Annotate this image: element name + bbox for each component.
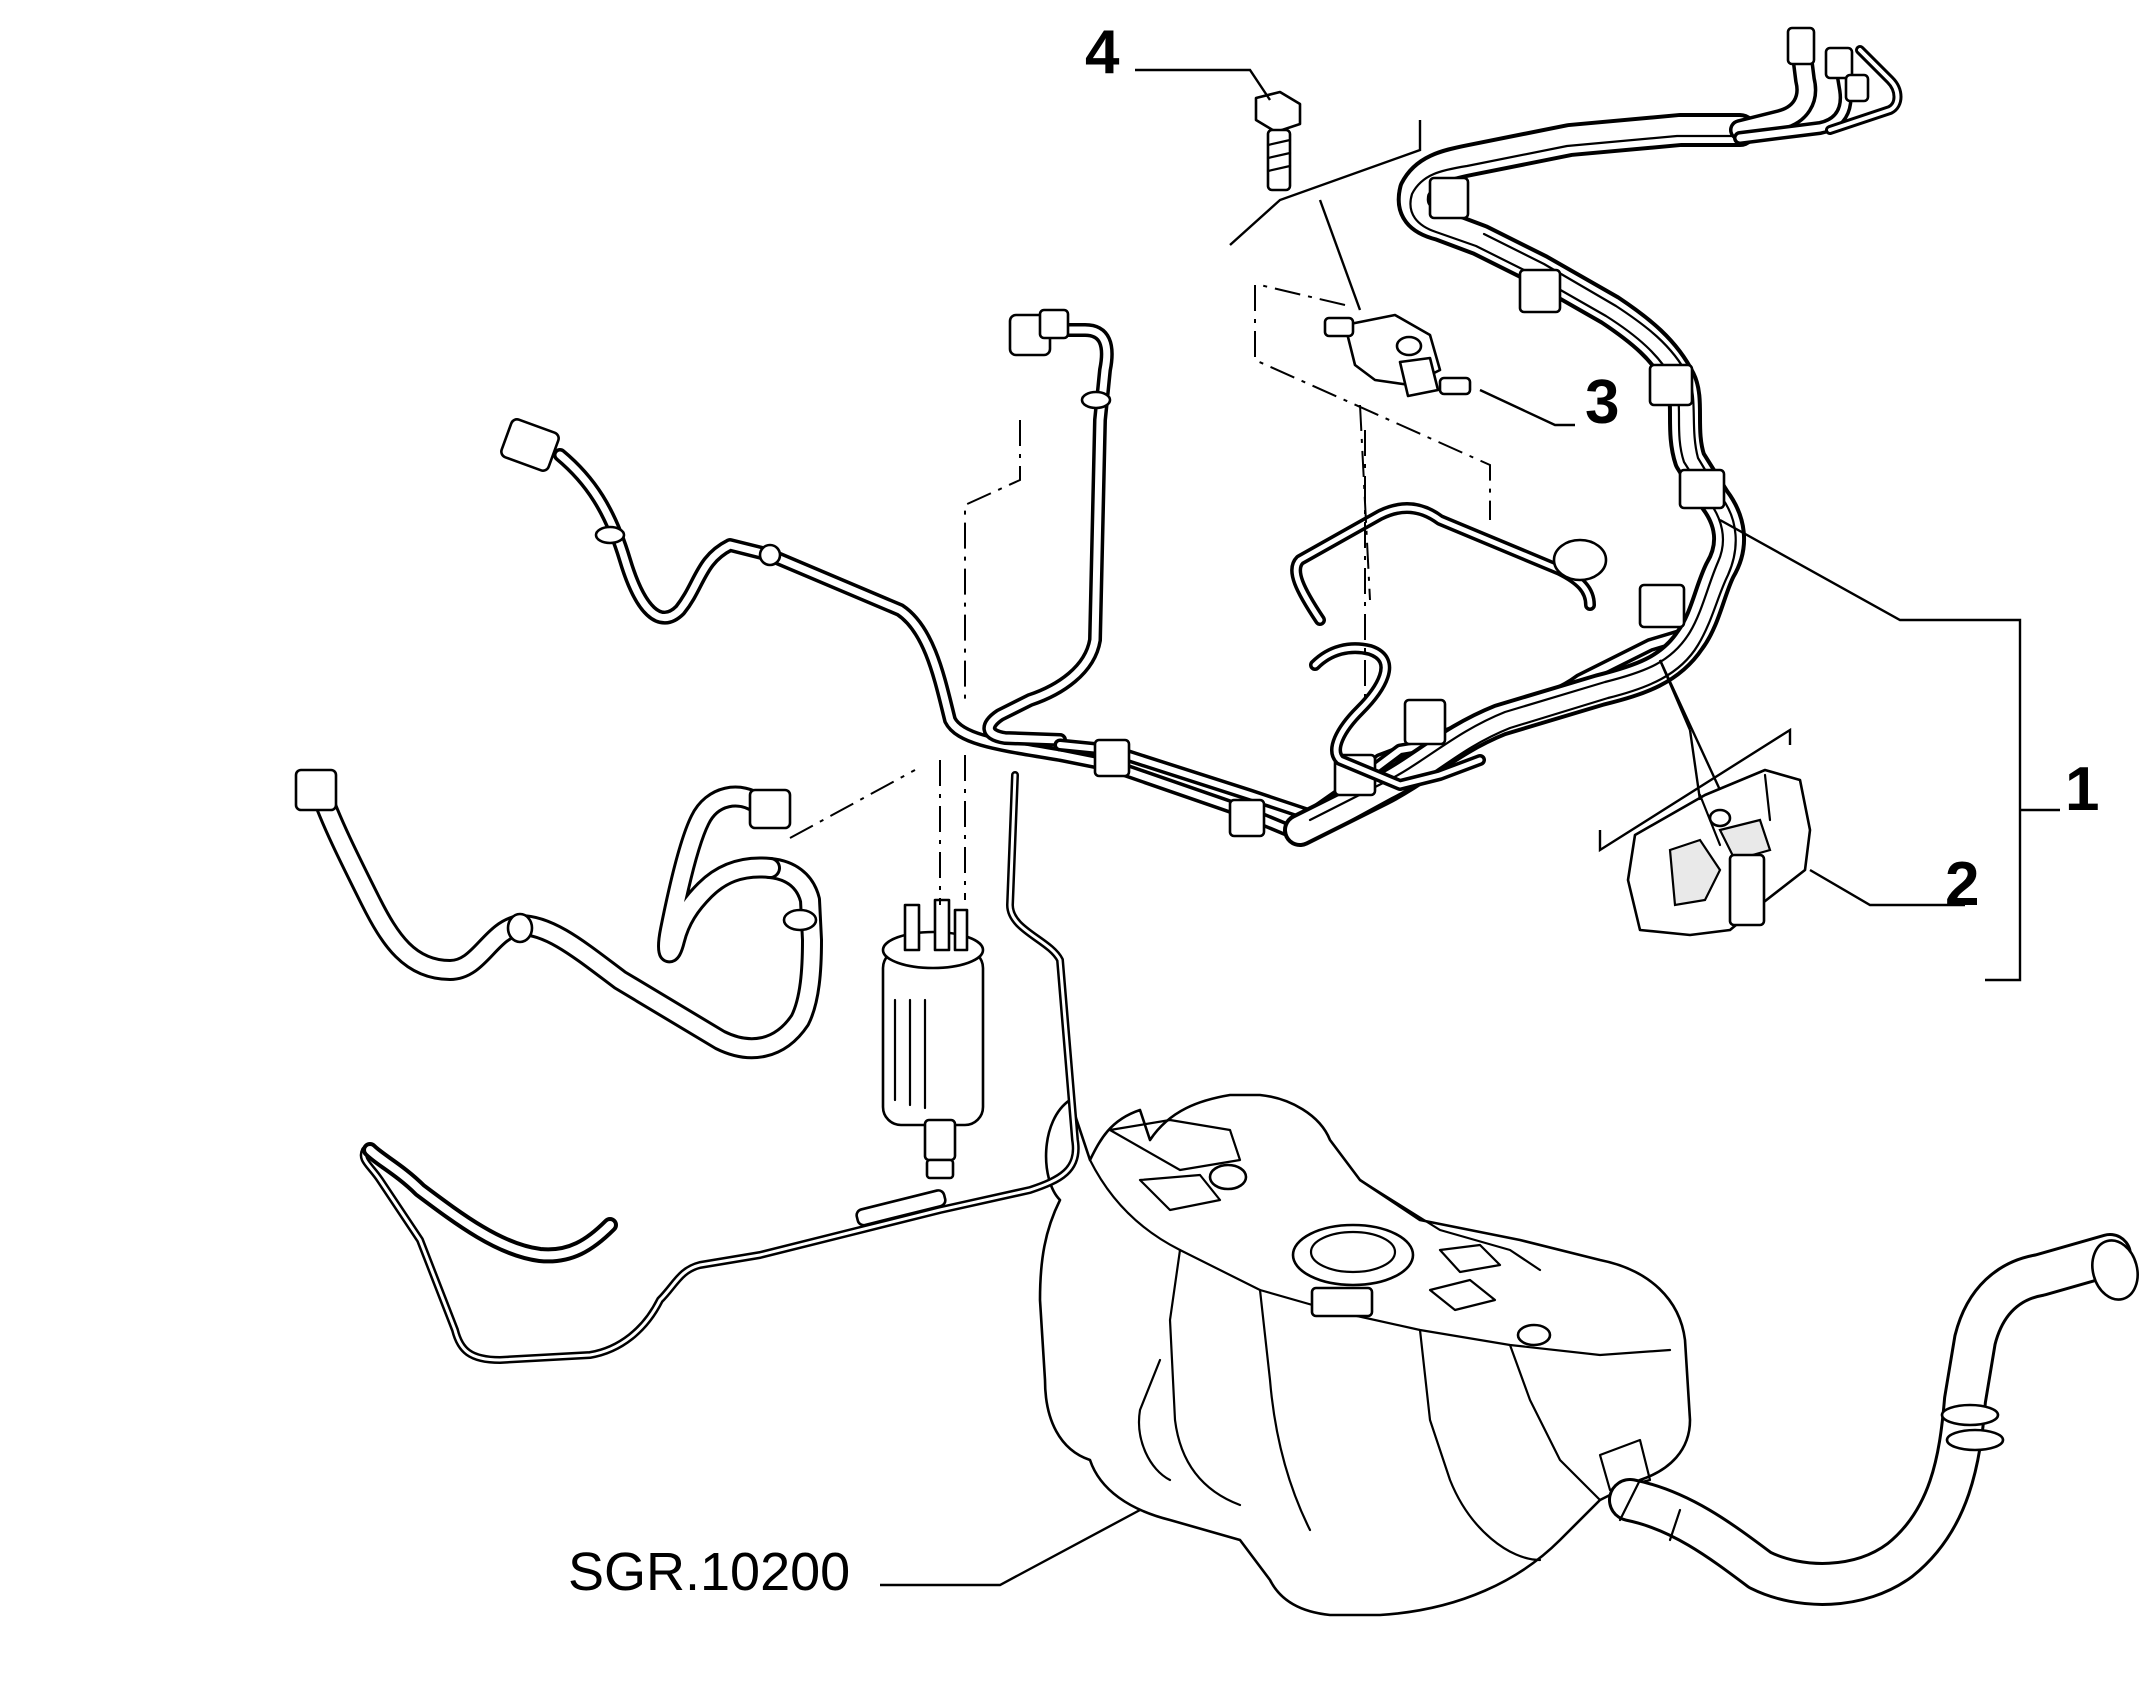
assembly-lines [789,284,1491,905]
callout-1: 1 [2065,755,2099,824]
callout-3: 3 [1585,368,1619,437]
reference-code: SGR.10200 [568,1542,850,1602]
tube-bundle-right [1093,26,1903,847]
bracket-lines [1229,120,2022,982]
fuel-tank [1038,1093,1692,1617]
callout-4: 4 [1085,18,1120,87]
clip-bracket-part-2 [1626,768,1812,937]
fuel-filter [881,898,985,1180]
bolt-part-4 [1254,90,1302,192]
callout-2: 2 [1945,850,1979,919]
leader-lines [880,68,2060,1587]
filler-neck [1608,1233,2139,1606]
valve-part-3 [1323,313,1472,398]
fuel-line-light [294,768,823,1060]
fuel-lines-left [359,308,1707,1364]
